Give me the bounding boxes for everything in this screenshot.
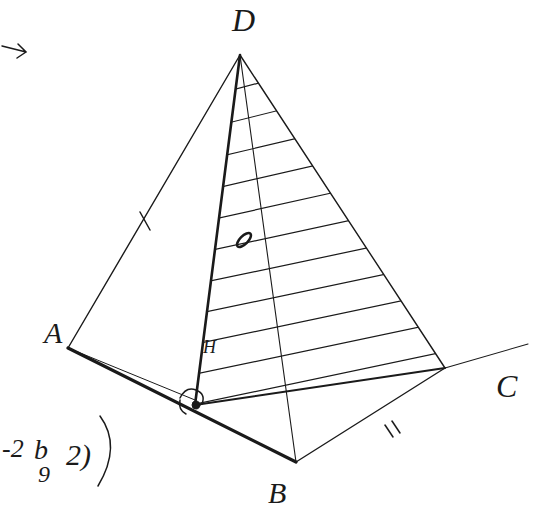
tick-mark: [385, 425, 393, 437]
edge-db: [240, 55, 296, 462]
point-label: H: [203, 338, 216, 356]
right-angle-mark: [180, 389, 204, 414]
edge-dc: [240, 55, 445, 368]
bracket-arc: [98, 416, 111, 486]
segment-ah: [68, 348, 195, 400]
edge-bc: [296, 368, 445, 462]
point-label: 9: [38, 462, 50, 486]
point-label: B: [268, 478, 286, 508]
height-dh: [195, 55, 240, 405]
extension-line: [445, 344, 528, 368]
point-label: 2): [66, 440, 91, 470]
point-label: D: [232, 4, 255, 36]
point-label: A: [44, 318, 62, 348]
face-hatching: [120, 40, 500, 420]
point-label: C: [496, 370, 517, 402]
segment-hc: [195, 368, 445, 405]
arrow-mark: [2, 44, 26, 58]
face-mark: [235, 231, 253, 249]
tick-mark: [140, 212, 150, 230]
edge-ab: [68, 348, 296, 462]
tick-mark: [392, 421, 400, 433]
point-label: b: [34, 436, 48, 464]
edge-da: [68, 55, 240, 348]
point-label: -2: [2, 436, 24, 462]
foot-point: [192, 401, 200, 409]
